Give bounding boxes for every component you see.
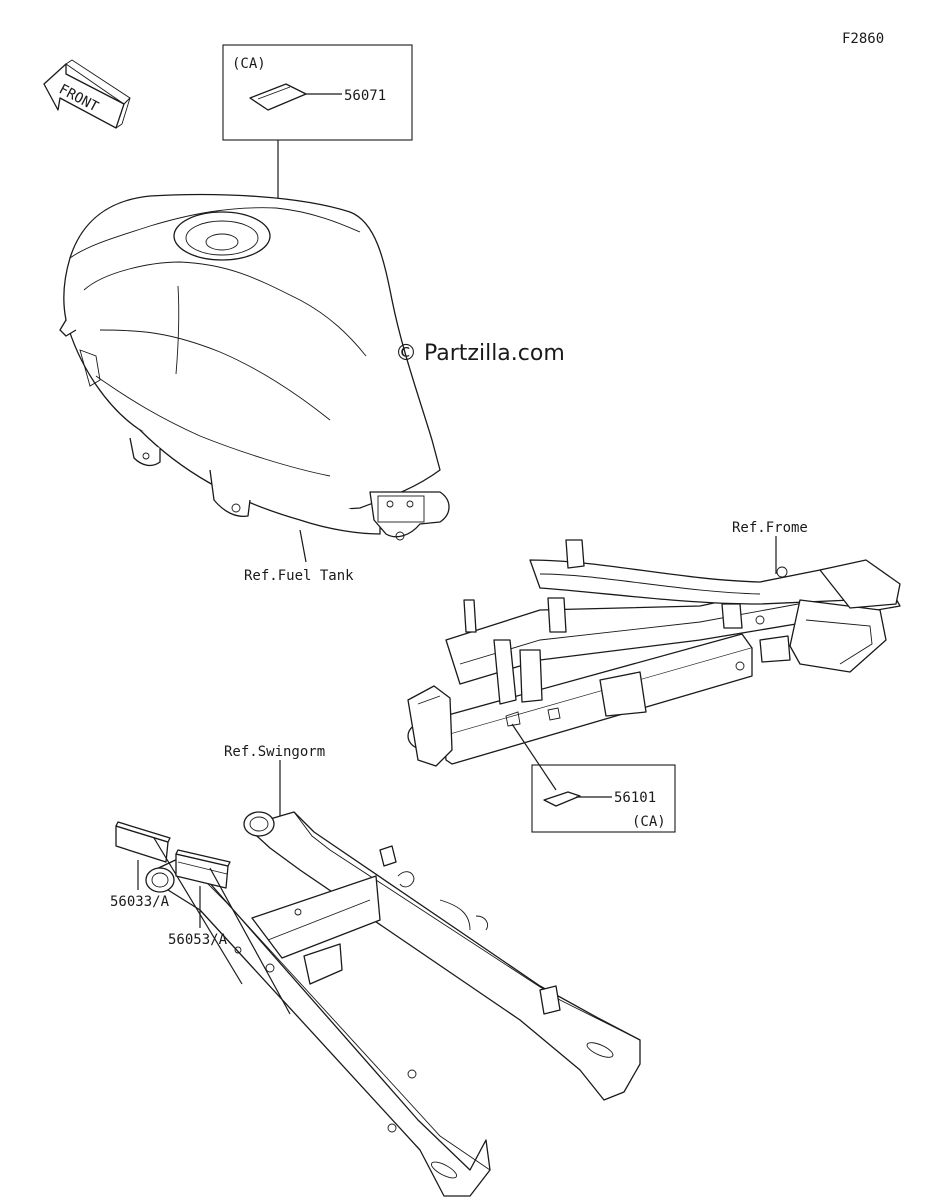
region-ca-top: (CA) — [232, 56, 266, 72]
front-arrow-icon: FRONT — [43, 59, 131, 129]
ref-frame-label: Ref.Frome — [732, 520, 808, 536]
label-56071-decal — [249, 83, 307, 111]
label-56071-callout-box: (CA) 56071 — [222, 44, 413, 141]
label-56101: 56101 — [614, 790, 656, 806]
label-56053-decal — [175, 849, 231, 889]
frame-reference-drawing — [407, 539, 901, 767]
region-ca-bottom: (CA) — [632, 814, 666, 830]
partzilla-watermark: © Partzilla.com — [395, 341, 565, 366]
label-56053: 56053/A — [168, 932, 228, 948]
label-56033-decal — [115, 821, 171, 863]
ref-fuel-tank-label: Ref.Fuel Tank — [244, 568, 354, 584]
figure-code: F2860 — [842, 31, 884, 47]
label-56071: 56071 — [344, 88, 386, 104]
label-56101-callout-box: 56101 (CA) — [531, 764, 676, 833]
label-56033: 56033/A — [110, 894, 170, 910]
fuel-tank-reference-drawing — [59, 193, 450, 541]
ref-swingarm-label: Ref.Swingorm — [224, 744, 325, 760]
label-56101-decal — [543, 791, 581, 807]
